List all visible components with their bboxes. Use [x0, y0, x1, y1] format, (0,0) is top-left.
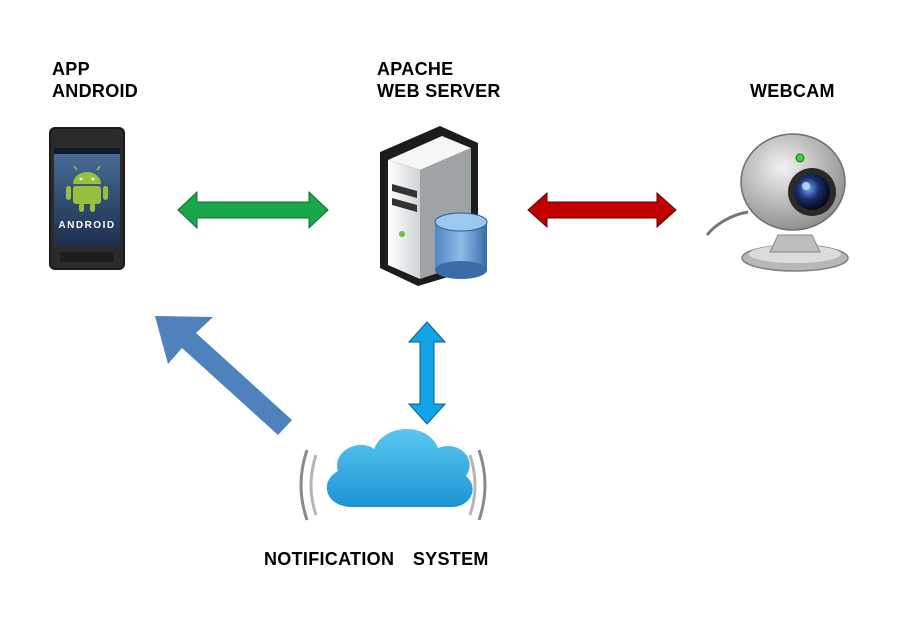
webcam-label: WEBCAM: [750, 81, 835, 101]
phone-screen-text: ANDROID: [58, 220, 115, 231]
notification-to-app-arrow: [155, 316, 292, 435]
notification-system-label: NOTIFICATION SYSTEM: [264, 549, 489, 569]
app-label-line2: ANDROID: [52, 81, 139, 101]
webcam-icon: [705, 133, 849, 272]
app-label-line1: APP: [52, 59, 90, 79]
server-webcam-arrow: [527, 191, 677, 229]
server-database-icon: [380, 126, 488, 286]
cloud-signal-icon: [299, 428, 487, 521]
android-phone-icon: ANDROID: [49, 127, 125, 270]
app-server-arrow: [177, 190, 329, 230]
app-android-label: APP ANDROID: [52, 58, 138, 102]
server-notification-arrow: [407, 321, 447, 425]
apache-server-label: APACHE WEB SERVER: [377, 58, 501, 102]
android-robot-icon: [66, 165, 108, 212]
server-label-line1: APACHE: [377, 59, 454, 79]
server-label-line2: WEB SERVER: [377, 81, 501, 101]
